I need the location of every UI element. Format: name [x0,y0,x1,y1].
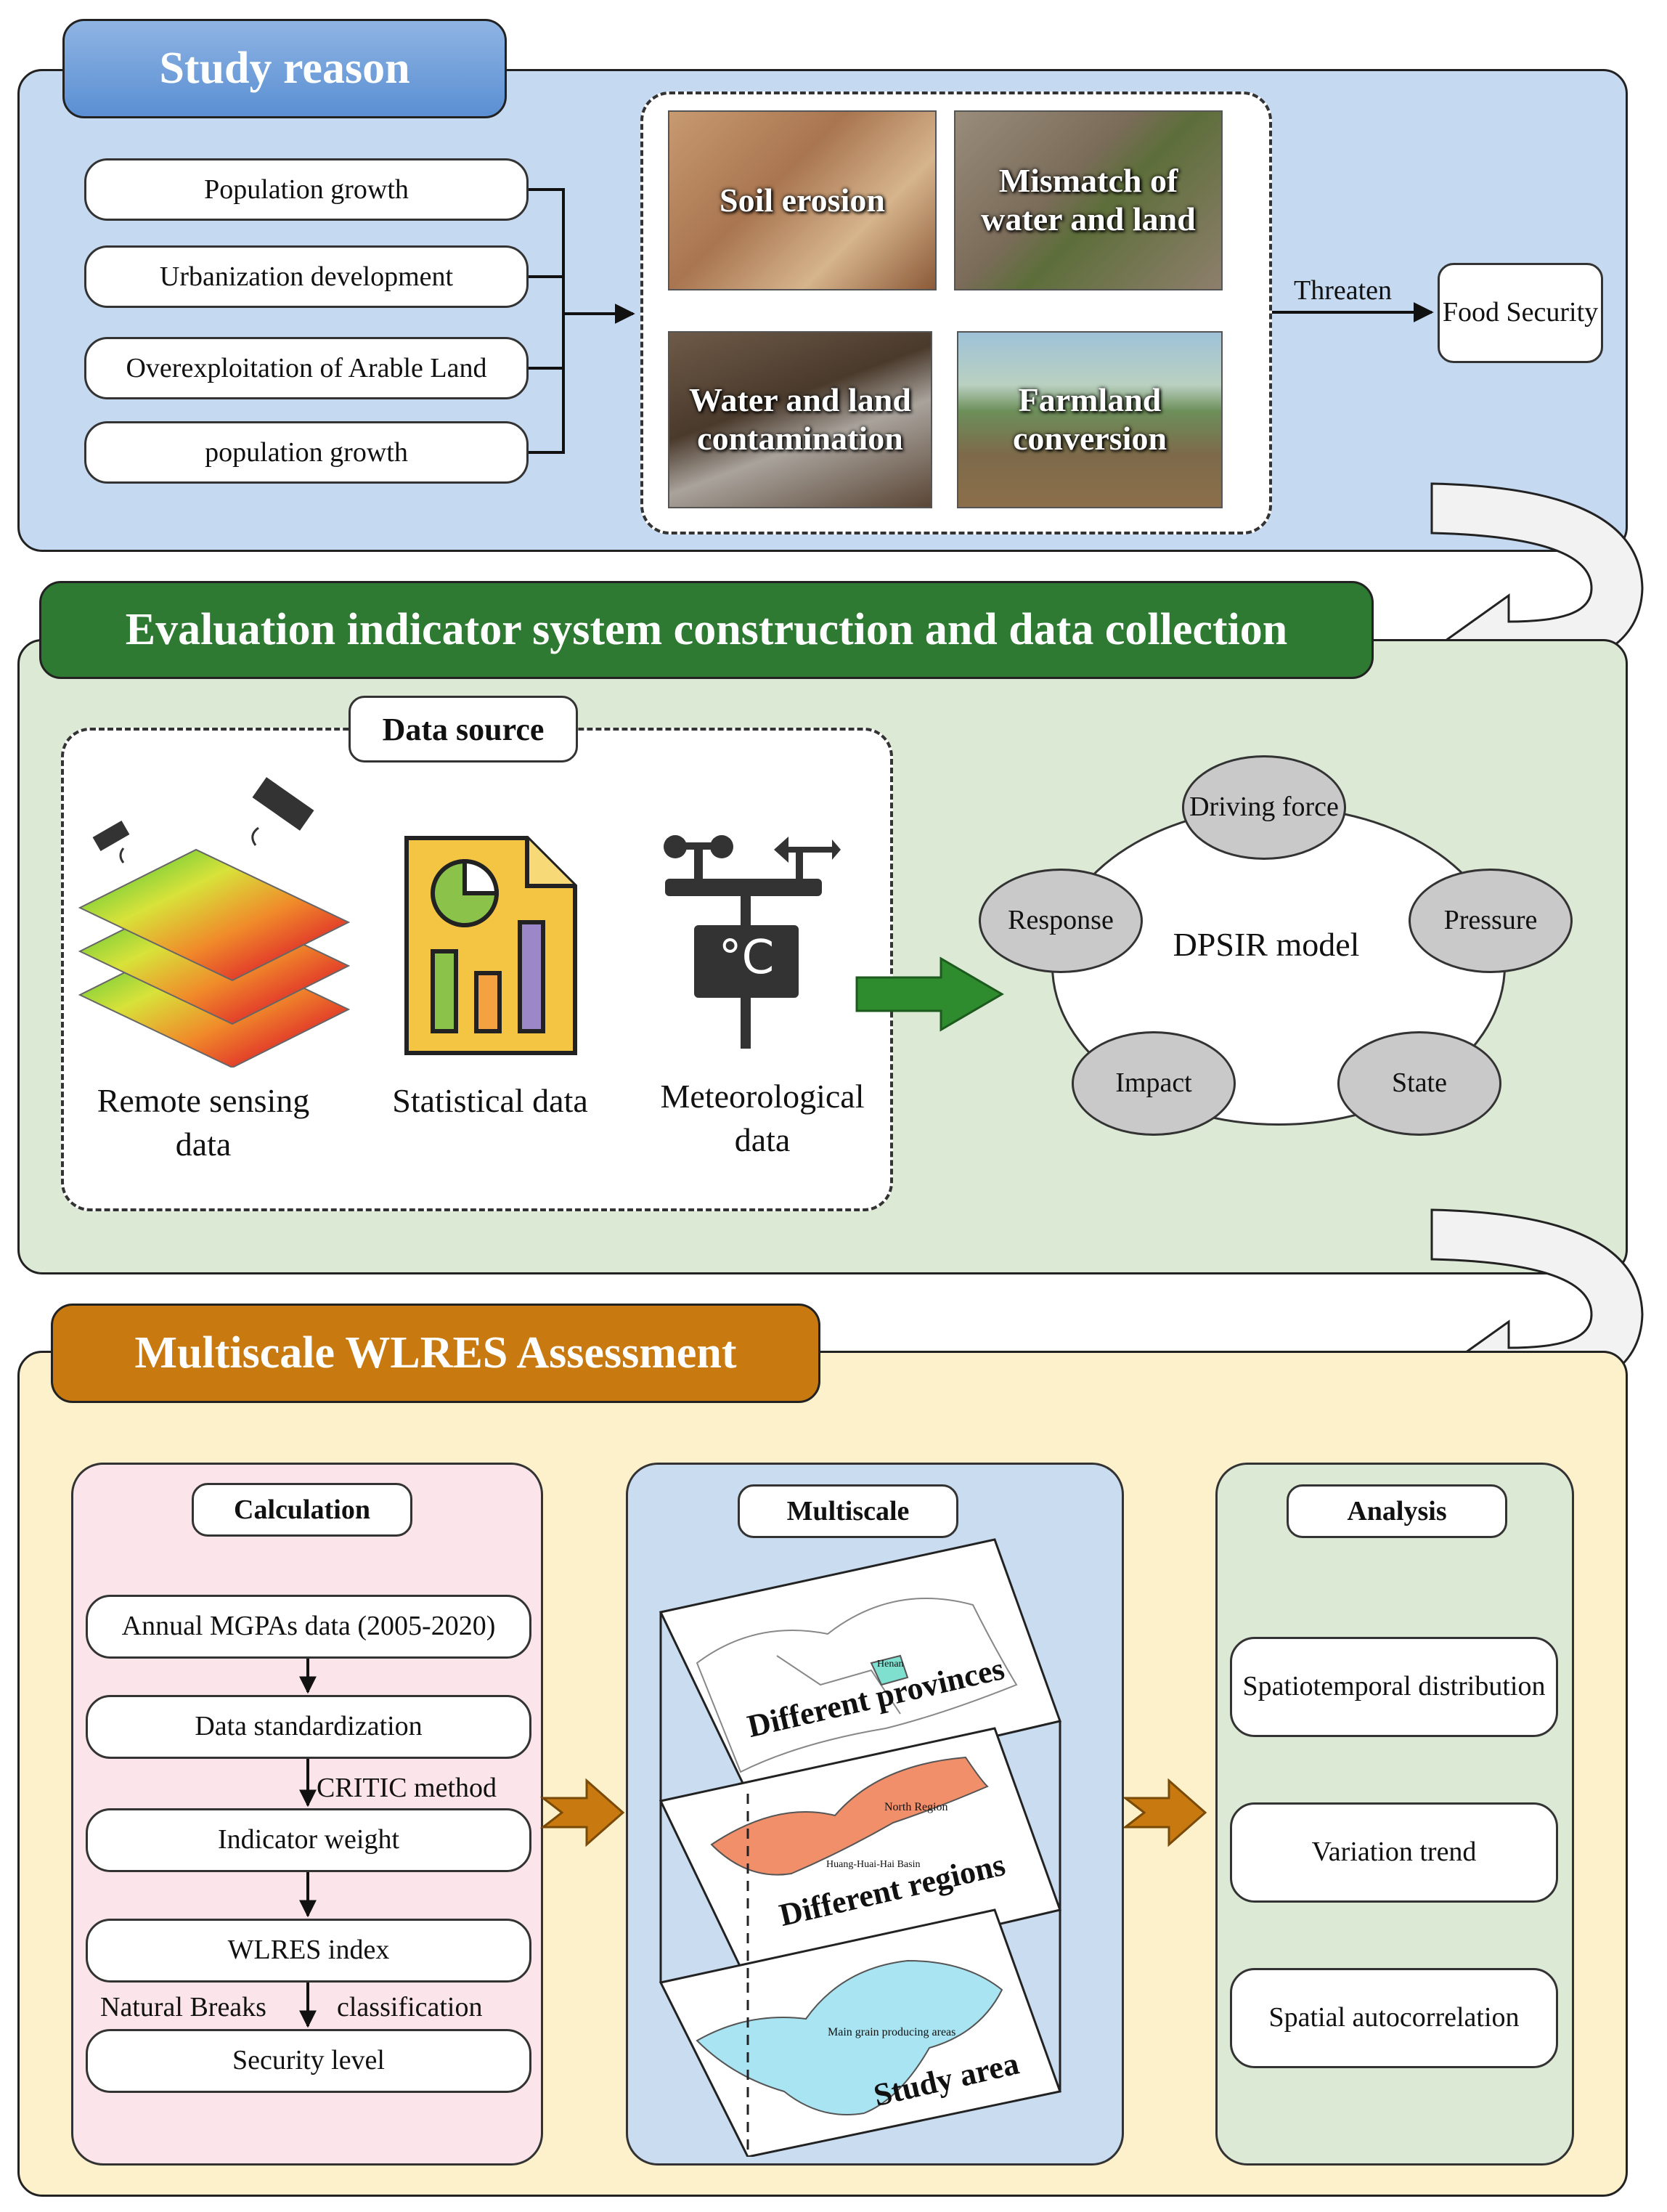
orange-arrow-1 [540,1778,625,1847]
evaluation-header: Evaluation indicator system construction… [39,581,1374,679]
photo-water-land-mismatch: Mismatch of water and land [954,110,1223,290]
analysis-spatiotemporal: Spatiotemporal distribution [1230,1637,1558,1737]
dpsir-response: Response [979,869,1143,973]
multiscale-maps [659,1538,1061,2157]
dpsir-state: State [1337,1031,1501,1136]
step-wlres-index: WLRES index [86,1919,531,1983]
map-label-hhh-basin: Huang-Huai-Hai Basin [826,1859,921,1870]
map-label-henan: Henan [877,1659,904,1670]
natural-breaks-label: Natural Breaks [100,1992,266,2022]
statistics-document-icon [404,836,577,1055]
classification-label: classification [337,1992,483,2022]
step-standardization: Data standardization [86,1695,531,1759]
study-reason-header: Study reason [62,19,507,118]
factor-population-growth-2: population growth [84,421,529,484]
map-label-main-grain: Main grain producing areas [828,2026,956,2038]
threaten-label: Threaten [1294,275,1393,306]
factor-population-growth: Population growth [84,158,529,221]
factor-overexploitation: Overexploitation of Arable Land [84,337,529,399]
photo-farmland-conversion: Farmland conversion [957,331,1223,508]
step-annual-data: Annual MGPAs data (2005-2020) [86,1595,531,1659]
map-label-north-region: North Region [884,1801,948,1813]
statistical-label: Statistical data [392,1082,588,1119]
analysis-title: Analysis [1287,1484,1507,1538]
food-security-box: Food Security [1438,263,1603,363]
critic-method-label: CRITIC method [317,1773,497,1803]
dpsir-pressure: Pressure [1409,869,1573,973]
remote-sensing-label: Remote sensing data [97,1082,310,1163]
step-indicator-weight: Indicator weight [86,1808,531,1872]
dpsir-model-label: DPSIR model [1173,926,1360,963]
satellite-layers-icon [78,777,351,1068]
orange-arrow-2 [1122,1778,1207,1847]
calculation-title: Calculation [192,1483,412,1537]
analysis-variation-trend: Variation trend [1230,1802,1558,1903]
multiscale-title: Multiscale [738,1484,958,1538]
data-source-title: Data source [349,696,578,763]
green-arrow [855,956,1004,1032]
assessment-header: Multiscale WLRES Assessment [51,1304,820,1403]
dpsir-impact: Impact [1072,1031,1236,1136]
svg-text:°C: °C [719,931,775,985]
dpsir-driving-force: Driving force [1182,755,1346,860]
photo-water-land-contamination: Water and land contamination [668,331,932,508]
step-security-level: Security level [86,2029,531,2093]
meteorological-label: Meteorological data [660,1078,865,1158]
weather-station-icon: °C [664,835,841,1049]
photo-soil-erosion: Soil erosion [668,110,937,290]
factor-urbanization: Urbanization development [84,245,529,308]
analysis-spatial-autocorrelation: Spatial autocorrelation [1230,1968,1558,2068]
